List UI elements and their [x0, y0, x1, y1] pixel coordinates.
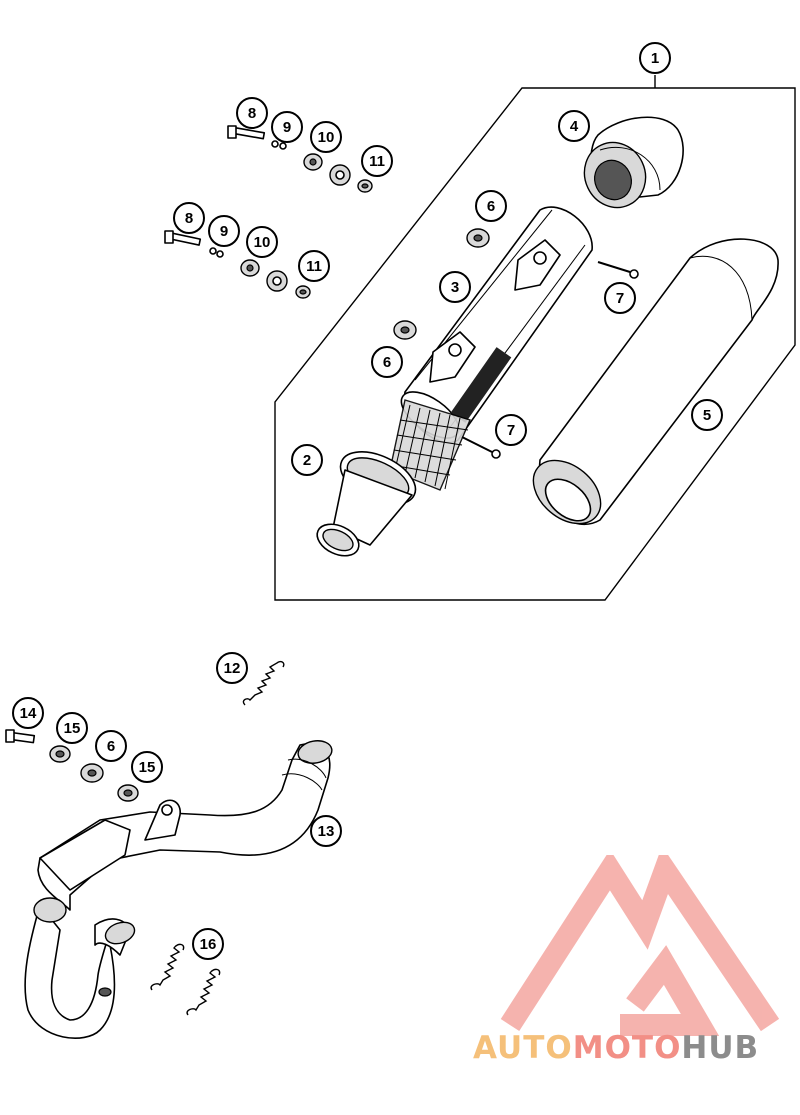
callout-label: 10	[246, 226, 278, 258]
callout-label: 7	[604, 282, 636, 314]
watermark-auto: AUTO	[473, 1030, 573, 1066]
svg-text:1: 1	[651, 50, 659, 67]
svg-text:15: 15	[64, 720, 81, 737]
callout-label: 5	[691, 399, 723, 431]
svg-text:6: 6	[107, 738, 115, 755]
svg-text:9: 9	[220, 223, 228, 240]
inlet-cone-part	[316, 399, 471, 557]
grommet-part	[393, 228, 490, 340]
svg-text:6: 6	[383, 354, 391, 371]
svg-text:7: 7	[507, 422, 515, 439]
callout-label: 15	[56, 712, 88, 744]
mount-hardware-upper	[227, 125, 373, 193]
watermark-text: AUTOMOTOHUB	[473, 1030, 759, 1066]
svg-text:9: 9	[283, 119, 291, 136]
assembly-outline	[274, 87, 796, 601]
watermark-hub: HUB	[681, 1030, 760, 1066]
svg-text:5: 5	[703, 407, 711, 424]
svg-text:11: 11	[306, 258, 322, 275]
end-cap-part	[583, 116, 684, 209]
svg-text:13: 13	[318, 823, 335, 840]
callout-label: 15	[131, 751, 163, 783]
callout-label: 7	[495, 414, 527, 446]
svg-text:7: 7	[616, 290, 624, 307]
callout-label: 3	[439, 271, 471, 303]
svg-text:15: 15	[139, 759, 156, 776]
callout-label: 14	[12, 697, 44, 729]
callout-label: 8	[236, 97, 268, 129]
svg-text:3: 3	[451, 279, 459, 296]
callout-label: 8	[173, 202, 205, 234]
callout-label: 11	[298, 250, 330, 282]
callout-label: 10	[310, 121, 342, 153]
svg-text:11: 11	[369, 153, 385, 170]
callout-label: 6	[371, 346, 403, 378]
mount-hardware-lower	[164, 230, 311, 299]
header-pipe-part	[24, 740, 333, 1039]
svg-text:14: 14	[20, 705, 37, 722]
svg-text:8: 8	[185, 210, 193, 227]
callout-label: 9	[271, 111, 303, 143]
svg-text:2: 2	[303, 452, 311, 469]
callout-label: 6	[95, 730, 127, 762]
callout-label: 16	[192, 928, 224, 960]
svg-text:10: 10	[254, 234, 271, 251]
header-mount-hardware	[5, 729, 139, 802]
callout-label: 1	[639, 42, 671, 74]
callout-label: 6	[475, 190, 507, 222]
svg-text:4: 4	[570, 118, 579, 135]
spring-part	[242, 660, 285, 706]
callout-label: 11	[361, 145, 393, 177]
callout-label: 4	[558, 110, 590, 142]
svg-text:12: 12	[224, 660, 241, 677]
automotohub-logo-icon	[500, 855, 780, 1036]
callout-label: 9	[208, 215, 240, 247]
silencer-shell-part	[532, 238, 779, 526]
svg-text:8: 8	[248, 105, 256, 122]
callout-label: 2	[291, 444, 323, 476]
spring-pair-part	[150, 943, 221, 1016]
screw-part	[461, 261, 639, 459]
watermark-moto: MOTO	[572, 1030, 682, 1066]
svg-text:6: 6	[487, 198, 495, 215]
callout-label: 12	[216, 652, 248, 684]
callout-label: 13	[310, 815, 342, 847]
svg-text:16: 16	[200, 936, 217, 953]
svg-text:10: 10	[318, 129, 335, 146]
